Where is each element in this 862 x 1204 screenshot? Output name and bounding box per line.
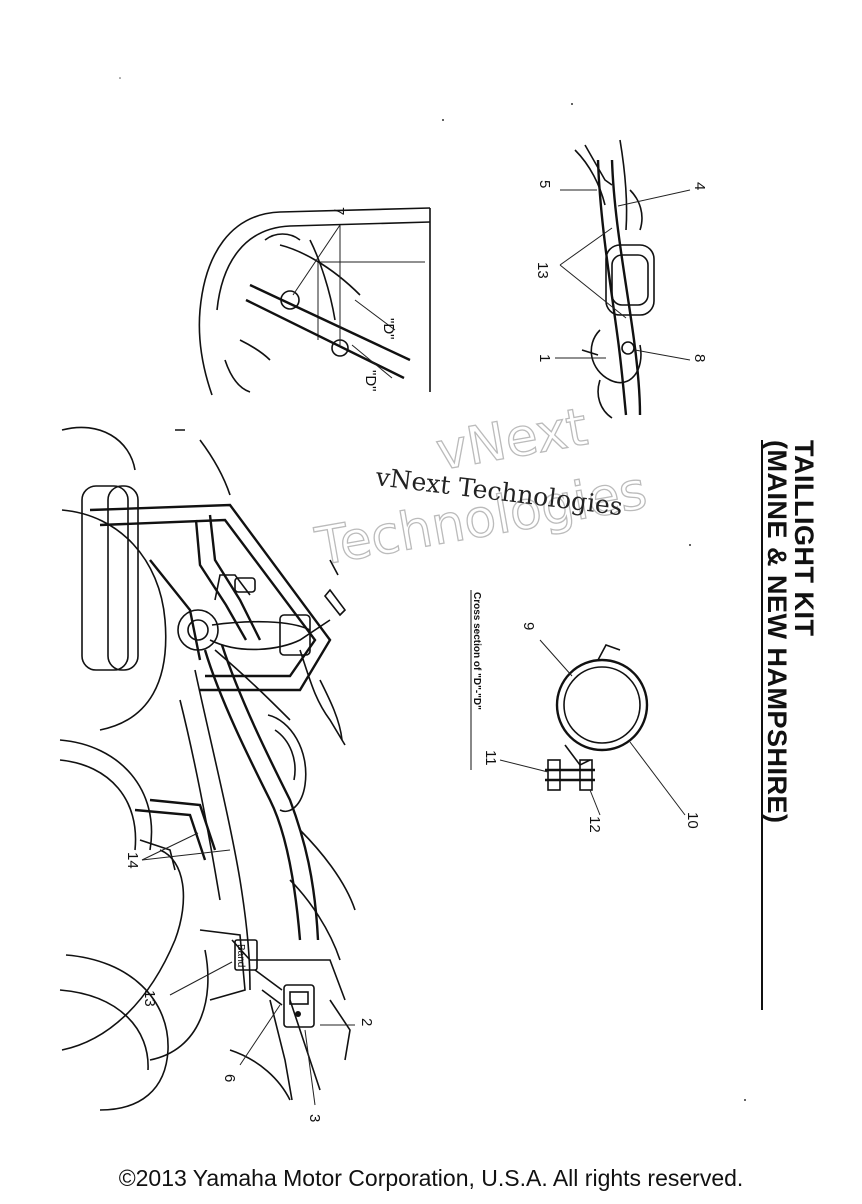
callout-10: 10 <box>684 812 701 829</box>
callout-8: 8 <box>691 354 708 362</box>
callout-6: 5 <box>536 180 553 188</box>
callouts: 5 4 13 1 8 7 9 10 11 12 14 13 <box>124 180 708 1122</box>
callout-3: 3 <box>306 1114 323 1122</box>
cross-section-caption: Cross section of "D"-"D" <box>471 592 482 710</box>
watermark: vNext Technologies vNext Technologies <box>310 397 652 579</box>
callout-13-frame: 13 <box>141 990 158 1007</box>
vehicle-frame-drawing: Band <box>59 426 356 1111</box>
section-mark-d1: "D" <box>380 318 397 339</box>
watermark-outline-line-1: vNext <box>432 397 592 482</box>
callout-7: 7 <box>330 207 347 215</box>
scan-specks <box>119 77 746 1101</box>
title-line-2: (MAINE & NEW HAMPSHIRE) <box>762 440 792 824</box>
callout-9: 9 <box>520 622 537 630</box>
callout-12: 12 <box>586 816 603 833</box>
callout-5: 4 <box>691 182 708 190</box>
callout-13-handlebar: 13 <box>534 262 551 279</box>
callout-4: 6 <box>221 1074 238 1082</box>
callout-1: 1 <box>536 354 553 362</box>
callout-14: 14 <box>124 852 141 869</box>
callout-11: 11 <box>482 750 499 766</box>
diagram-title: TAILLIGHT KIT (MAINE & NEW HAMPSHIRE) <box>761 440 819 1010</box>
copyright-notice: ©2013 Yamaha Motor Corporation, U.S.A. A… <box>118 1165 744 1191</box>
front-fender-detail: "D" "D" <box>198 207 431 396</box>
callout-2: 2 <box>358 1018 375 1026</box>
band-label: Band <box>235 944 246 967</box>
clamp-cross-section: Cross section of "D"-"D" <box>470 590 649 791</box>
section-mark-d2: "D" <box>362 370 379 391</box>
title-line-1: TAILLIGHT KIT <box>789 440 819 636</box>
handlebar-detail <box>574 139 655 419</box>
